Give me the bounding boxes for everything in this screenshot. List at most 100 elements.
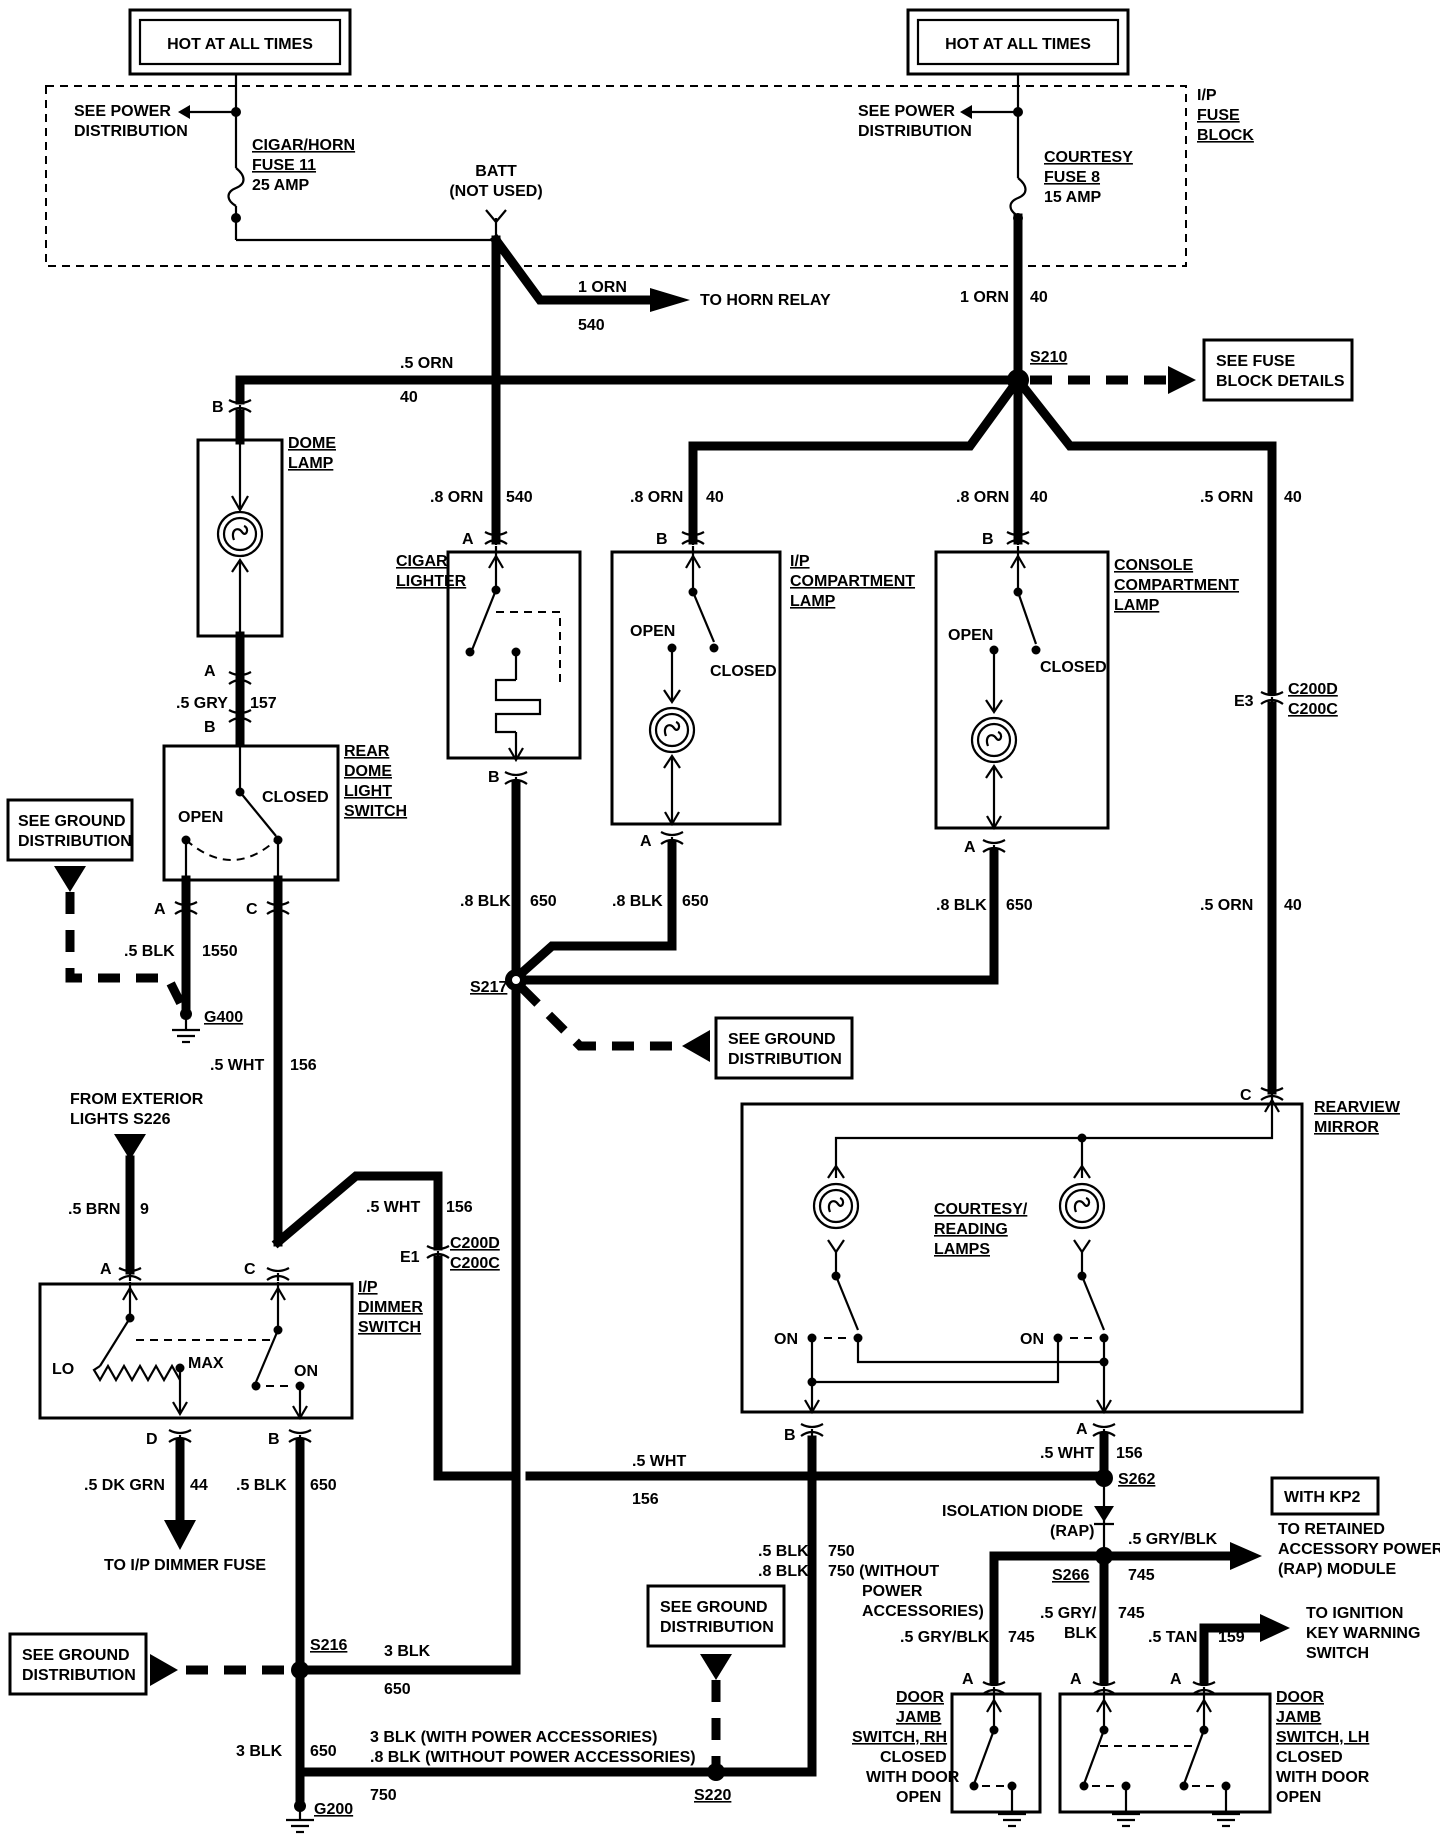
svg-text:650: 650	[1006, 897, 1033, 914]
svg-text:READING: READING	[934, 1221, 1008, 1238]
svg-text:.8 BLK: .8 BLK	[936, 897, 987, 914]
dimmer-max: MAX	[188, 1355, 224, 1372]
door-jamb-rh-box	[950, 1692, 1042, 1814]
switch-open: OPEN	[178, 809, 223, 826]
fuse-block-label: I/P FUSE BLOCK	[1197, 87, 1254, 144]
see-power-left: SEE POWER DISTRIBUTION	[74, 103, 188, 140]
svg-text:SEE GROUND: SEE GROUND	[728, 1031, 836, 1048]
svg-text:540: 540	[578, 317, 605, 334]
dimmer-pin-d: D	[146, 1431, 158, 1448]
s217-label: S217	[470, 979, 507, 996]
door-jamb-lh-box	[1058, 1692, 1272, 1814]
svg-text:COURTESY/: COURTESY/	[934, 1201, 1028, 1218]
svg-text:SWITCH: SWITCH	[344, 803, 407, 820]
with-kp2-box: WITH KP2	[1270, 1476, 1380, 1516]
svg-text:156: 156	[290, 1057, 317, 1074]
svg-text:(RAP) MODULE: (RAP) MODULE	[1278, 1561, 1397, 1578]
svg-text:.5 WHT: .5 WHT	[366, 1199, 420, 1216]
svg-text:.5 WHT: .5 WHT	[1040, 1445, 1094, 1462]
switch-pin-b: B	[204, 719, 216, 736]
svg-text:.8 ORN: .8 ORN	[956, 489, 1009, 506]
svg-text:540: 540	[506, 489, 533, 506]
door-lh-pin-2: A	[1170, 1671, 1182, 1688]
svg-text:TO RETAINED: TO RETAINED	[1278, 1521, 1385, 1538]
svg-text:.8 BLK: .8 BLK	[460, 893, 511, 910]
rap-label: .5 GRY/BLK 745 TO RETAINED ACCESSORY POW…	[1128, 1521, 1440, 1584]
s220-wire-label: 3 BLK (WITH POWER ACCESSORIES) .8 BLK (W…	[370, 1729, 696, 1804]
svg-text:.5 BLK: .5 BLK	[124, 943, 175, 960]
svg-text:WITH KP2: WITH KP2	[1284, 1489, 1361, 1506]
dome-lamp-label: DOME LAMP	[288, 435, 336, 472]
iplamp-bulb-icon	[648, 706, 696, 754]
svg-text:40: 40	[400, 389, 418, 406]
svg-text:LAMPS: LAMPS	[934, 1241, 990, 1258]
svg-text:40: 40	[706, 489, 724, 506]
s220-label: S220	[694, 1787, 731, 1804]
cigar-horn-fuse-label: CIGAR/HORN FUSE 11 25 AMP	[252, 137, 355, 194]
cigar-wire-label: .8 ORN 540	[430, 489, 533, 506]
mirror-label: REARVIEW MIRROR	[1314, 1099, 1401, 1136]
svg-text:SWITCH, RH: SWITCH, RH	[852, 1729, 947, 1746]
s266-label: S266	[1052, 1567, 1089, 1584]
blk650-cigar-label: .8 BLK 650	[460, 893, 557, 910]
svg-text:1 ORN: 1 ORN	[960, 289, 1009, 306]
svg-text:745: 745	[1118, 1605, 1145, 1622]
svg-text:FUSE 11: FUSE 11	[252, 157, 316, 174]
switch-pin-a: A	[154, 901, 166, 918]
svg-text:750: 750	[370, 1787, 397, 1804]
svg-text:.5 BLK: .5 BLK	[236, 1477, 287, 1494]
blk3-650-label: 3 BLK 650	[384, 1643, 431, 1698]
s210-label: S210	[1030, 349, 1067, 366]
svg-text:CLOSED: CLOSED	[1276, 1749, 1343, 1766]
svg-text:DISTRIBUTION: DISTRIBUTION	[728, 1051, 842, 1068]
svg-text:FROM EXTERIOR: FROM EXTERIOR	[70, 1091, 204, 1108]
see-ground-dist-3: SEE GROUND DISTRIBUTION	[646, 1584, 786, 1648]
svg-text:DISTRIBUTION: DISTRIBUTION	[858, 123, 972, 140]
door-rh-pin: A	[962, 1671, 974, 1688]
svg-text:CIGAR: CIGAR	[396, 553, 448, 570]
dimmer-pin-b: B	[268, 1431, 280, 1448]
svg-text:LIGHT: LIGHT	[344, 783, 392, 800]
fuse-block-outline	[45, 85, 1187, 267]
blk3-bot-label: 3 BLK 650	[236, 1743, 337, 1760]
svg-text:COMPARTMENT: COMPARTMENT	[1114, 577, 1239, 594]
see-fuse-block-details: SEE FUSE BLOCK DETAILS	[1202, 338, 1354, 402]
svg-text:.5 TAN: .5 TAN	[1148, 1629, 1197, 1646]
see-ground-dist-1: SEE GROUND DISTRIBUTION	[6, 798, 134, 862]
svg-text:159: 159	[1218, 1629, 1245, 1646]
svg-text:SWITCH: SWITCH	[1306, 1645, 1369, 1662]
svg-text:DISTRIBUTION: DISTRIBUTION	[74, 123, 188, 140]
mirror-pin-b: B	[784, 1427, 796, 1444]
dimmer-switch-box	[38, 1282, 354, 1420]
door-lh-label: DOOR JAMB SWITCH, LH CLOSED WITH DOOR OP…	[1276, 1689, 1370, 1806]
svg-text:ISOLATION DIODE: ISOLATION DIODE	[942, 1503, 1083, 1520]
console-closed: CLOSED	[1040, 659, 1107, 676]
svg-text:KEY WARNING: KEY WARNING	[1306, 1625, 1420, 1642]
svg-text:.5 ORN: .5 ORN	[400, 355, 453, 372]
svg-text:REARVIEW: REARVIEW	[1314, 1099, 1401, 1116]
svg-text:TO IGNITION: TO IGNITION	[1306, 1605, 1403, 1622]
tan159-label: .5 TAN 159 TO IGNITION KEY WARNING SWITC…	[1148, 1605, 1420, 1662]
mirror-on-right: ON	[1020, 1331, 1044, 1348]
console-bulb-icon	[970, 716, 1018, 764]
svg-text:LIGHTS S226: LIGHTS S226	[70, 1111, 171, 1128]
rear-switch-label: REAR DOME LIGHT SWITCH	[344, 743, 407, 820]
dimmer-label: I/P DIMMER SWITCH	[358, 1279, 423, 1336]
svg-text:745: 745	[1008, 1629, 1035, 1646]
ext-lights-label: FROM EXTERIOR LIGHTS S226	[70, 1091, 204, 1128]
s262-label: S262	[1118, 1471, 1155, 1488]
blk650-console-label: .8 BLK 650	[936, 897, 1033, 914]
wht156-label: .5 WHT 156	[210, 1057, 317, 1074]
right-feed-label: .5 ORN 40 E3 C200D C200C .5 ORN 40	[1200, 489, 1338, 914]
cigar-pin-b: B	[488, 769, 500, 786]
dimmer-lo: LO	[52, 1361, 74, 1378]
console-lamp-box	[934, 550, 1110, 830]
svg-text:(RAP): (RAP)	[1050, 1523, 1094, 1540]
svg-text:LAMP: LAMP	[790, 593, 836, 610]
mirror-bulb-right-icon	[1058, 1182, 1106, 1230]
switch-closed: CLOSED	[262, 789, 329, 806]
cigar-pin-a: A	[462, 531, 474, 548]
svg-text:C200D: C200D	[1288, 681, 1338, 698]
svg-text:.8 BLK (WITHOUT POWER ACCESSO: .8 BLK (WITHOUT POWER ACCESSORIES)	[370, 1749, 696, 1766]
hot-box-right: HOT AT ALL TIMES	[906, 8, 1130, 76]
